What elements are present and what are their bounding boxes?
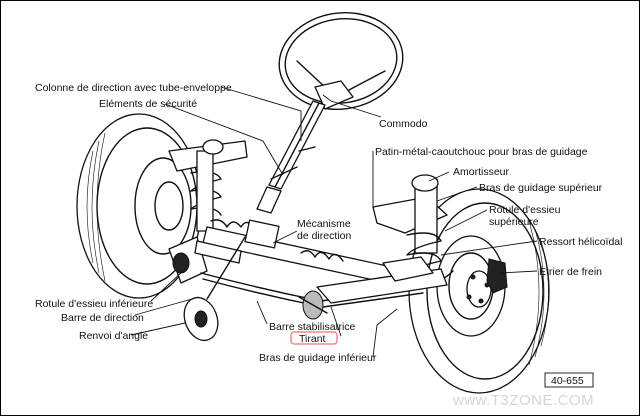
right-wheel bbox=[408, 188, 550, 394]
label-barre-dir: Barre de direction bbox=[61, 312, 144, 324]
steering-rack bbox=[194, 219, 402, 286]
label-ressort: Ressort hélicoïdal bbox=[539, 236, 622, 248]
label-rotule-sup-1: Rotule d'essieu bbox=[489, 204, 561, 216]
idler-arm bbox=[183, 236, 246, 342]
label-barre-stab: Barre stabilisatrice bbox=[269, 321, 356, 333]
leader-lines bbox=[130, 86, 538, 358]
label-tirant: Tirant bbox=[299, 333, 326, 345]
figure-number-box: 40-655 bbox=[544, 372, 594, 388]
label-etrier: Etrier de frein bbox=[539, 266, 602, 278]
label-bras-inf: Bras de guidage inférieur bbox=[259, 352, 377, 364]
label-commodo: Commodo bbox=[379, 118, 428, 130]
label-mecanisme-2: de direction bbox=[297, 230, 351, 242]
label-amortisseur: Amortisseur bbox=[453, 166, 510, 178]
label-mecanisme-1: Mécanisme bbox=[297, 218, 351, 230]
label-renvoi: Renvoi d'angle bbox=[79, 330, 148, 342]
label-patin: Patin-métal-caoutchouc pour bras de guid… bbox=[375, 146, 588, 158]
label-bras-sup: Bras de guidage supérieur bbox=[479, 182, 603, 194]
tirant-highlight bbox=[290, 331, 338, 345]
labels: Colonne de direction avec tube-enveloppe… bbox=[35, 82, 622, 364]
label-colonne: Colonne de direction avec tube-enveloppe bbox=[35, 82, 232, 94]
steering-column bbox=[256, 100, 326, 214]
figure-number: 40-655 bbox=[551, 375, 584, 387]
label-rotule-inf: Rotule d'essieu inférieure bbox=[35, 298, 153, 310]
label-elements: Eléments de sécurité bbox=[99, 98, 197, 110]
watermark: www.T3ZONE.COM bbox=[452, 392, 594, 409]
right-suspension bbox=[372, 174, 448, 282]
label-rotule-sup-2: supérieure bbox=[489, 216, 539, 228]
steering-wheel bbox=[278, 11, 404, 111]
